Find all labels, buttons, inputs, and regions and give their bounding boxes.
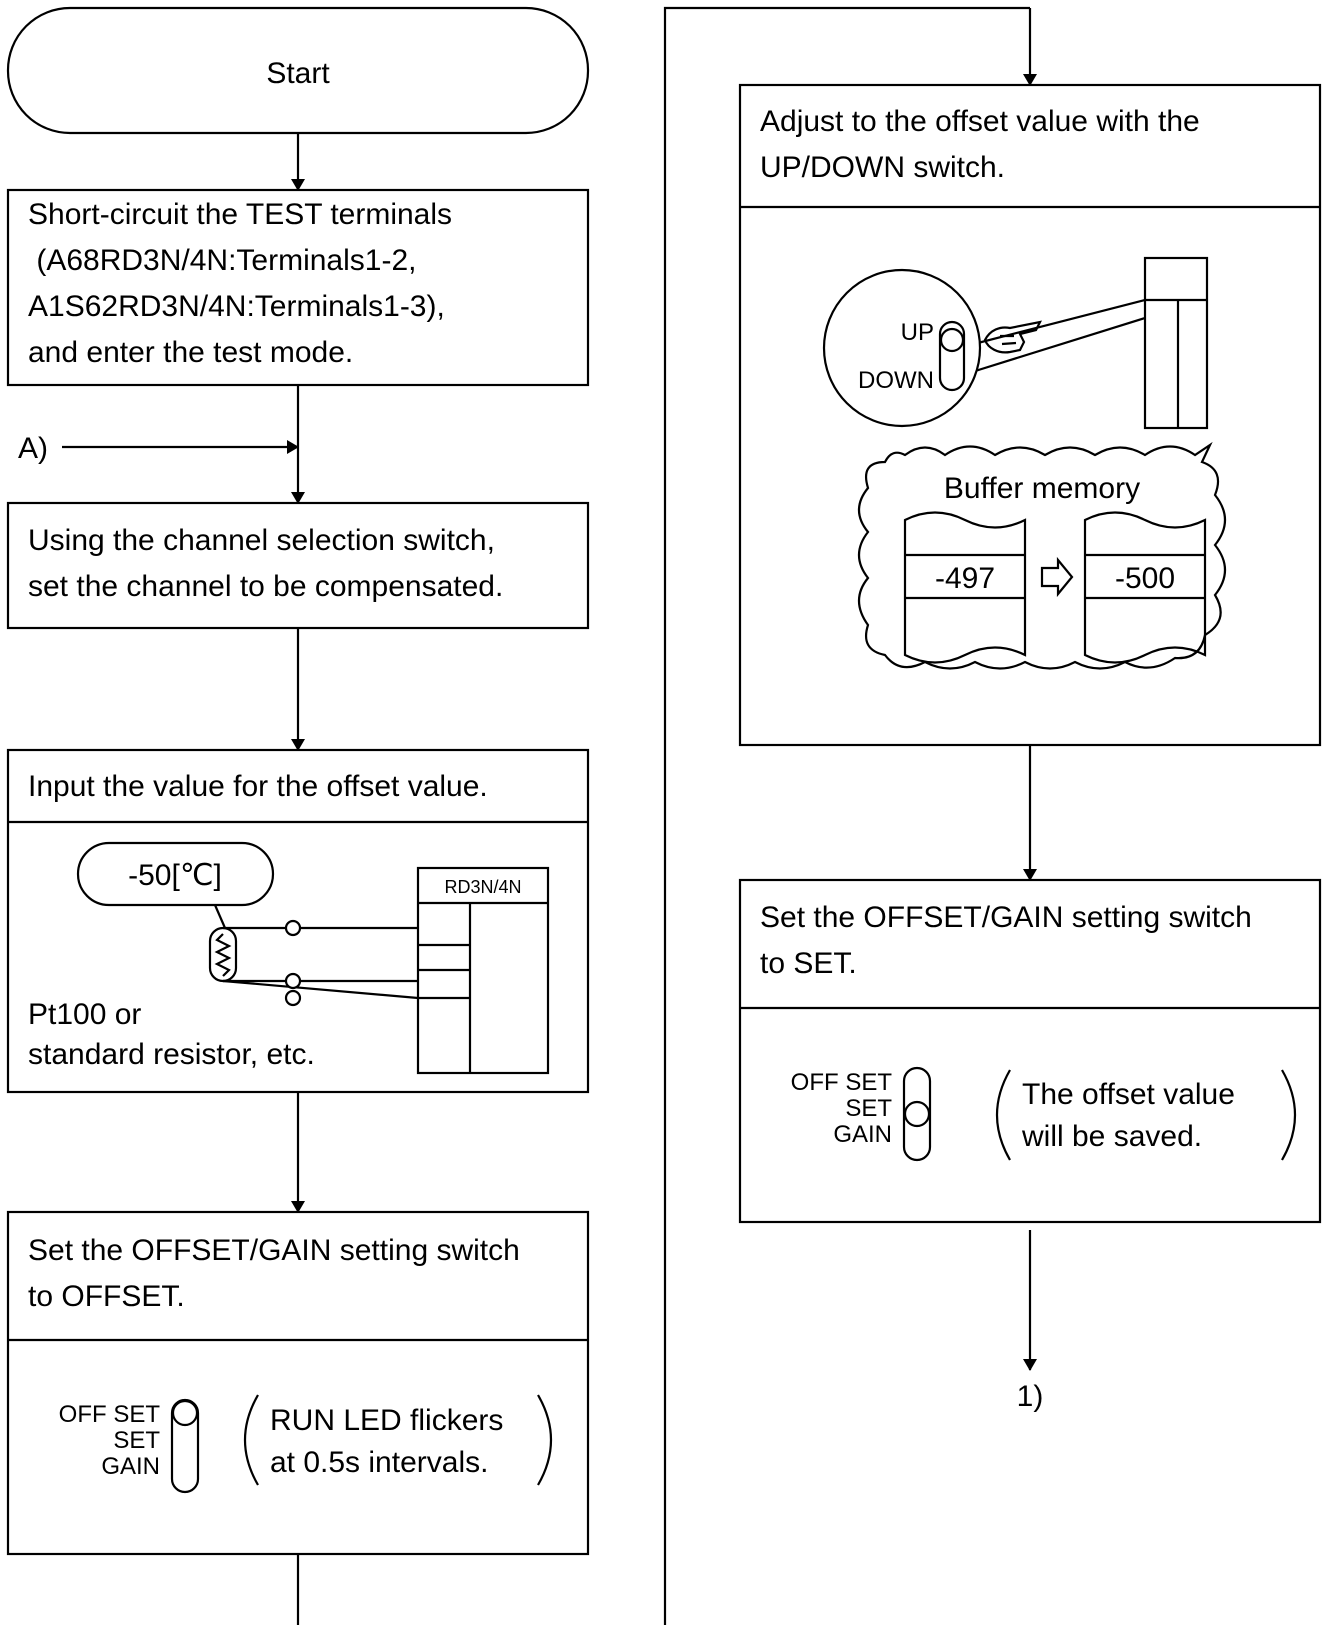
up-label: UP	[901, 319, 934, 346]
zoom-circle	[822, 268, 982, 428]
offset-gain-switch-icon-2	[902, 1066, 932, 1162]
terminal-2	[284, 972, 302, 990]
terminal-3	[284, 989, 302, 1007]
paren-close	[537, 1394, 553, 1486]
buffer-after-box	[1083, 511, 1207, 664]
step5-title-1: Adjust to the offset value with the	[760, 105, 1200, 138]
sensor-line-1: Pt100 or	[28, 998, 141, 1031]
down-label: DOWN	[858, 367, 934, 394]
switch-label-gain: GAIN	[101, 1453, 160, 1480]
paren-open	[243, 1394, 259, 1486]
step1-line-1: Short-circuit the TEST terminals	[28, 198, 452, 231]
zoom-callout-wedge	[969, 298, 1146, 374]
step2-line-2: set the channel to be compensated.	[28, 570, 503, 603]
step5-title-2: UP/DOWN switch.	[760, 151, 1005, 184]
switch2-label-offset: OFF SET	[791, 1069, 893, 1096]
switch2-label-set: SET	[845, 1095, 892, 1122]
start-label: Start	[266, 57, 330, 90]
step4-title-2: to OFFSET.	[28, 1280, 185, 1313]
value-after: -500	[1115, 562, 1175, 595]
hollow-arrow-icon	[1040, 556, 1074, 598]
resistor-zigzag-icon	[214, 933, 232, 977]
step6-title-1: Set the OFFSET/GAIN setting switch	[760, 901, 1252, 934]
wire-3	[222, 979, 419, 1000]
step1-line-2: (A68RD3N/4N:Terminals1-2,	[28, 244, 416, 277]
temperature-label: -50[℃]	[128, 859, 222, 892]
module-outline	[1143, 256, 1209, 430]
step4-note-1: RUN LED flickers	[270, 1404, 503, 1437]
step2-box	[6, 501, 590, 630]
pointing-hand-icon	[983, 320, 1042, 354]
step6-title-2: to SET.	[760, 947, 857, 980]
switch-knob-icon-2	[903, 1100, 931, 1128]
switch-knob-icon	[171, 1399, 199, 1427]
step2-line-1: Using the channel selection switch,	[28, 524, 495, 557]
switch2-label-gain: GAIN	[833, 1121, 892, 1148]
paren-close-2	[1281, 1069, 1297, 1161]
step4-note-2: at 0.5s intervals.	[270, 1446, 488, 1479]
bubble-pointer	[213, 904, 227, 929]
switch-label-set: SET	[113, 1427, 160, 1454]
connector-a-label: A)	[18, 432, 48, 465]
offset-gain-switch-icon	[170, 1398, 200, 1494]
buffer-memory-cloud	[857, 441, 1227, 670]
step1-line-4: and enter the test mode.	[28, 336, 353, 369]
column-connector-line	[663, 6, 1030, 1625]
up-down-knob-icon	[939, 327, 965, 353]
step4-title-1: Set the OFFSET/GAIN setting switch	[28, 1234, 520, 1267]
switch-label-offset: OFF SET	[59, 1401, 161, 1428]
sensor-line-2: standard resistor, etc.	[28, 1038, 315, 1071]
step6-box	[738, 878, 1322, 1224]
terminal-1	[284, 919, 302, 937]
step6-note-2: will be saved.	[1021, 1120, 1202, 1153]
value-before: -497	[935, 562, 995, 595]
step6-note-1: The offset value	[1022, 1078, 1235, 1111]
module-label: RD3N/4N	[444, 877, 521, 897]
up-down-switch-icon	[938, 320, 966, 392]
temperature-bubble	[76, 841, 275, 907]
buffer-before-box	[903, 511, 1027, 664]
step3-title: Input the value for the offset value.	[28, 770, 488, 803]
buffer-memory-title: Buffer memory	[944, 472, 1140, 505]
paren-open-2	[995, 1069, 1011, 1161]
step1-line-3: A1S62RD3N/4N:Terminals1-3),	[28, 290, 445, 323]
connector-1-label: 1)	[1017, 1380, 1044, 1413]
